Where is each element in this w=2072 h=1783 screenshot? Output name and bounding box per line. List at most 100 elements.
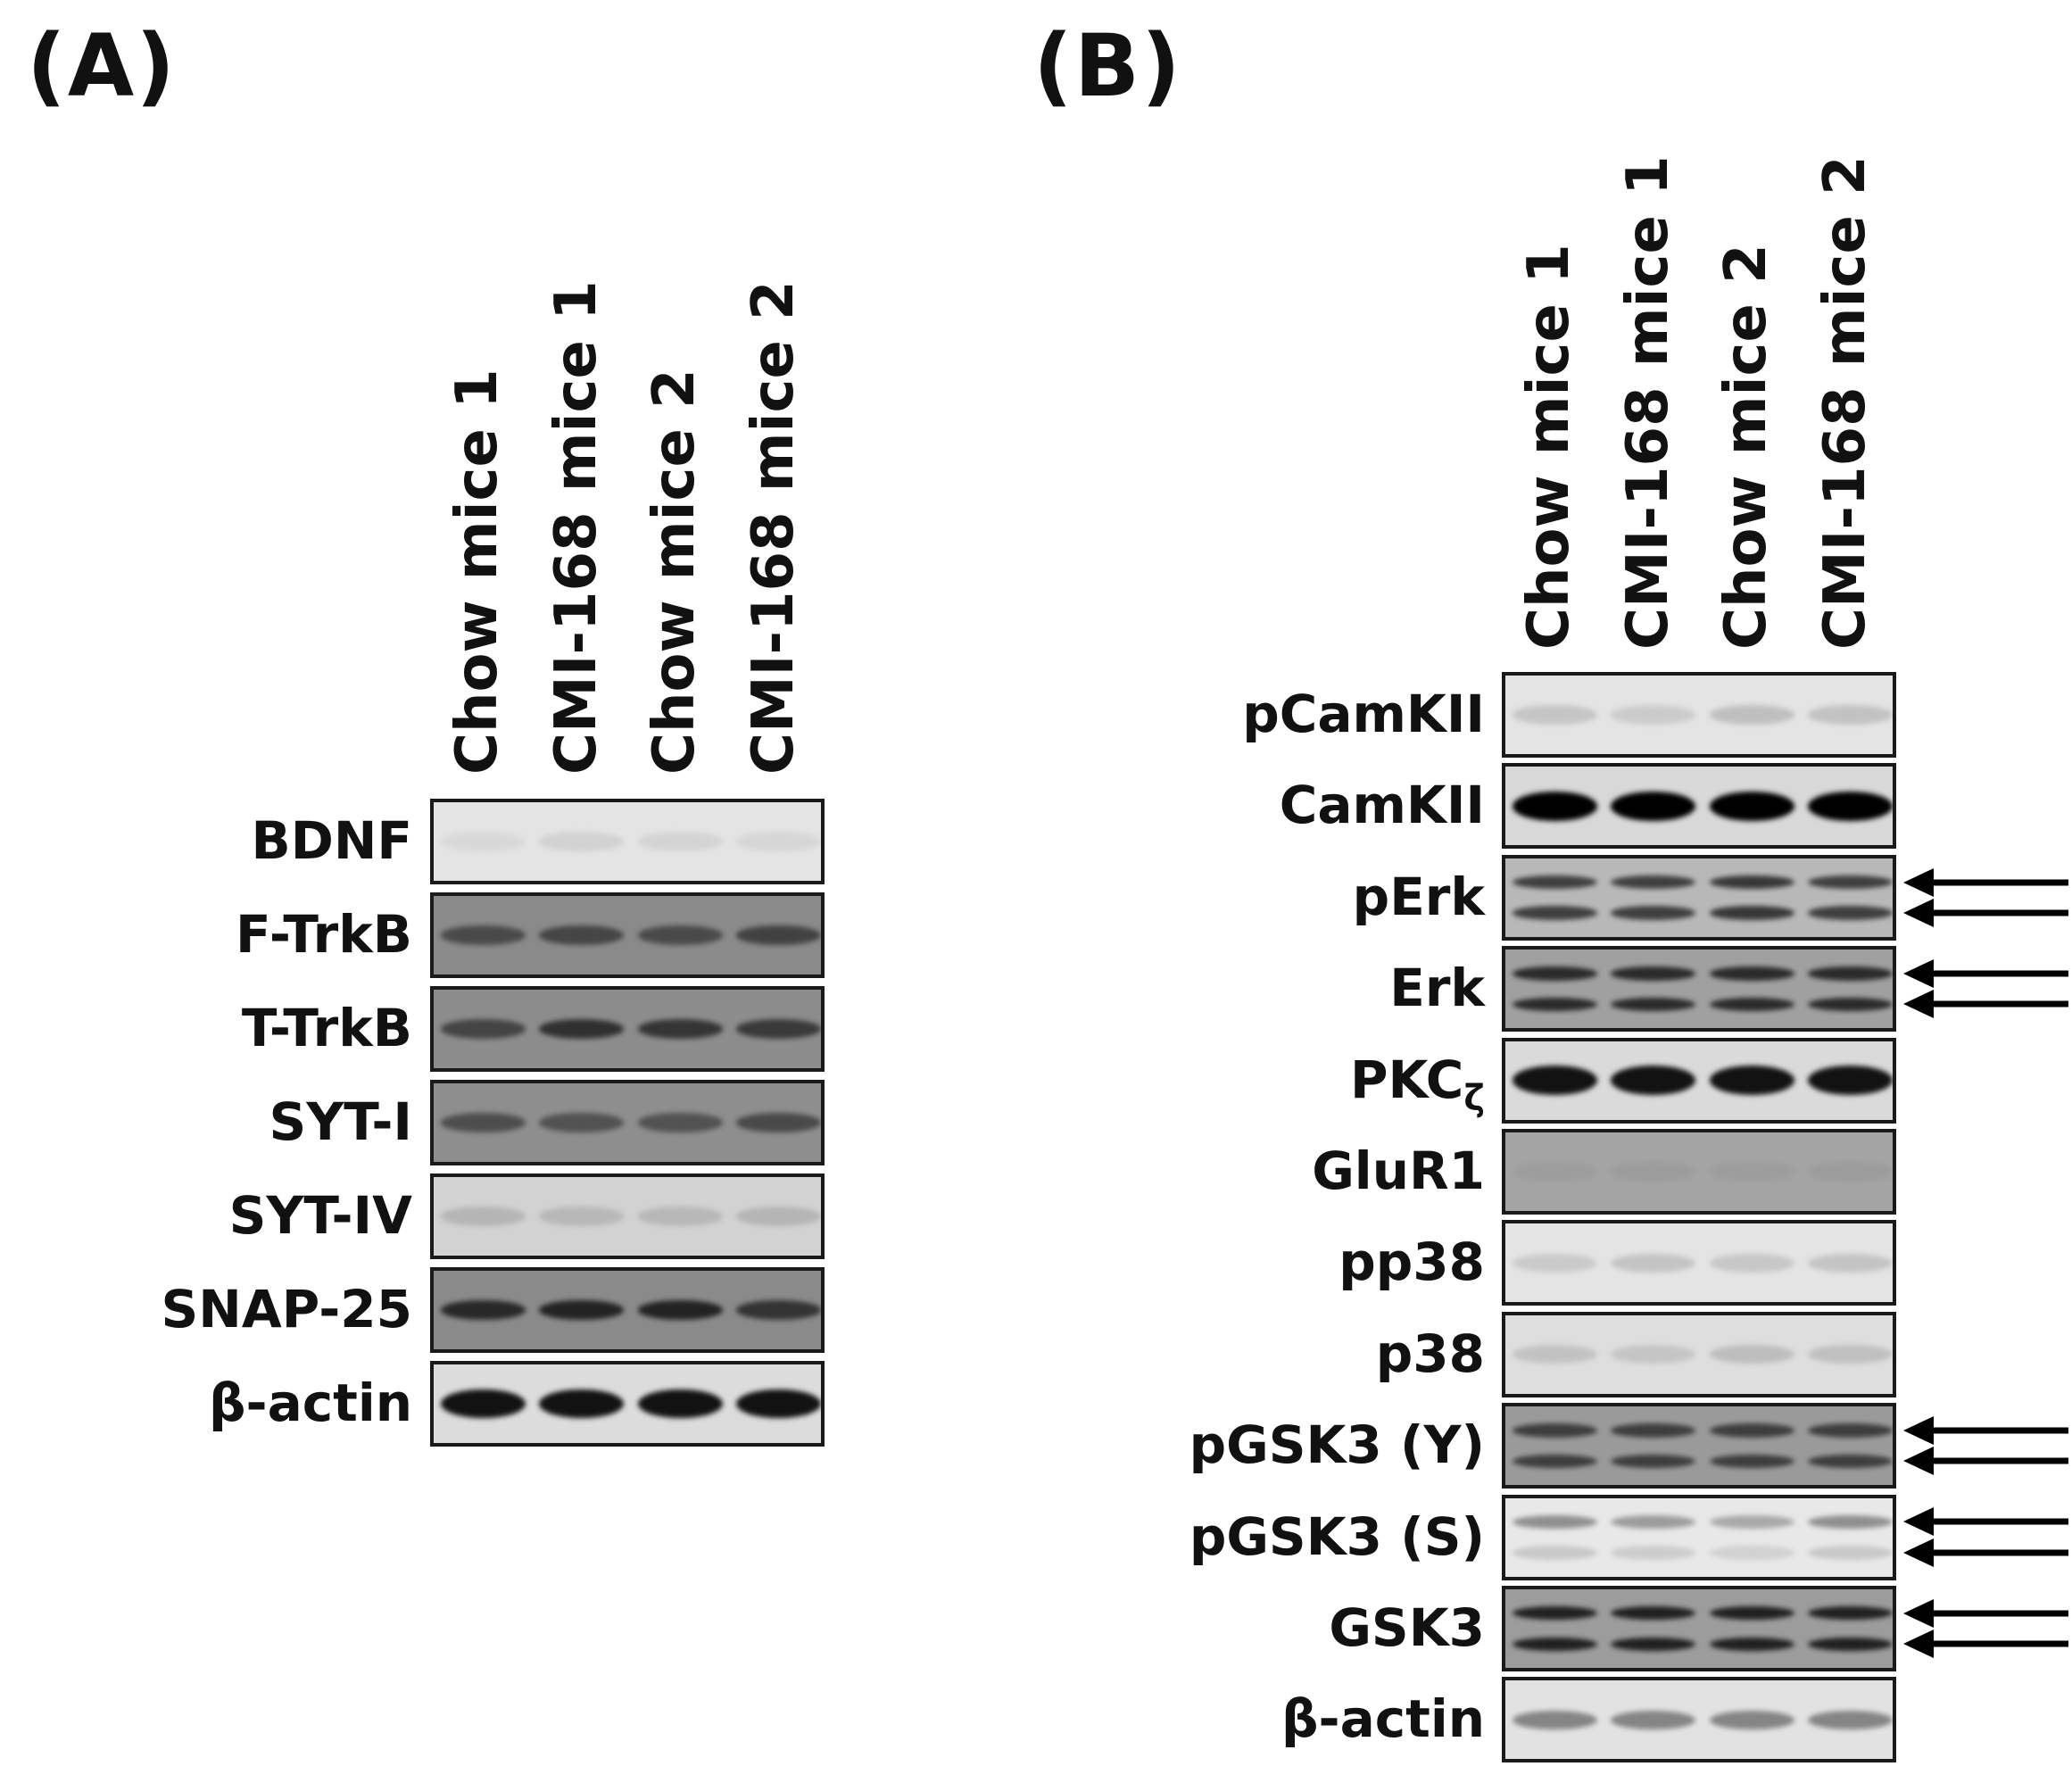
arrow-icon: [1903, 867, 2068, 897]
row-label: β-actin: [1281, 1693, 1485, 1745]
arrow-icon: [1903, 990, 2068, 1019]
blot-strip: [1502, 763, 1896, 850]
band: [637, 1113, 723, 1132]
band: [1709, 792, 1794, 821]
band: [539, 925, 625, 945]
row-label: pGSK3 (Y): [1189, 1419, 1485, 1471]
row-label: p38: [1376, 1328, 1485, 1380]
band: [637, 925, 723, 945]
band: [1808, 1066, 1893, 1095]
band: [1611, 906, 1696, 920]
band: [1709, 1253, 1794, 1273]
row-label-text: SNAP-25: [161, 1279, 412, 1339]
arrow-icon: [1903, 1630, 2068, 1659]
band: [1709, 1345, 1794, 1364]
band: [1808, 705, 1893, 725]
band: [736, 1019, 821, 1039]
band: [1512, 1454, 1597, 1469]
row-label-text: p38: [1375, 1323, 1485, 1384]
band: [736, 832, 821, 851]
row-label-text: PKC: [1349, 1049, 1464, 1110]
lane-header: CMI-168 mice 1: [543, 280, 609, 775]
band: [1709, 1606, 1794, 1621]
arrow-icon: [1903, 1507, 2068, 1537]
row-label-text: pGSK3 (S): [1189, 1505, 1485, 1567]
band: [440, 832, 526, 851]
band: [1709, 705, 1794, 725]
band: [1808, 1253, 1893, 1273]
band: [1709, 1710, 1794, 1729]
band: [1808, 1162, 1893, 1182]
row-label-text: pCamKII: [1242, 684, 1485, 744]
row-label: T-TrkB: [242, 1002, 412, 1054]
band: [1611, 1253, 1696, 1273]
band: [1611, 1162, 1696, 1182]
band: [1512, 705, 1597, 725]
band: [1512, 1606, 1597, 1621]
row-label: CamKII: [1280, 779, 1485, 831]
band: [1512, 1253, 1597, 1273]
band: [1611, 997, 1696, 1012]
band: [1611, 1514, 1696, 1529]
band: [637, 1300, 723, 1320]
band: [1709, 1454, 1794, 1469]
band: [1611, 966, 1696, 981]
band: [539, 832, 625, 851]
band: [1512, 997, 1597, 1012]
band: [1709, 997, 1794, 1012]
blot-strip: [430, 1267, 825, 1353]
row-label: SYT-IV: [229, 1190, 412, 1241]
arrow-icon: [1903, 1598, 2068, 1628]
band: [1512, 1162, 1597, 1182]
arrow-icon: [1903, 899, 2068, 928]
band: [539, 1113, 625, 1132]
band: [1709, 1514, 1794, 1529]
band: [1611, 1066, 1696, 1095]
band: [736, 1389, 821, 1419]
band: [1512, 792, 1597, 821]
lane-header: Chow mice 1: [444, 369, 511, 775]
blot-strip: [1502, 1037, 1896, 1124]
band: [1808, 792, 1893, 821]
band: [440, 925, 526, 945]
band: [1808, 997, 1893, 1012]
row-label: Erk: [1389, 962, 1485, 1014]
row-label-text: GSK3: [1329, 1597, 1485, 1658]
row-label-text: pErk: [1352, 866, 1485, 927]
band: [1611, 1710, 1696, 1729]
row-label: GSK3: [1329, 1602, 1485, 1654]
panel-b-letter: (B): [1033, 16, 1182, 116]
blot-strip: [1502, 1586, 1896, 1671]
row-label-text: Erk: [1389, 958, 1485, 1019]
row-label: pErk: [1353, 871, 1485, 923]
row-label-text: β-actin: [208, 1372, 412, 1433]
row-label-text: GluR1: [1312, 1140, 1485, 1201]
band: [440, 1019, 526, 1039]
row-label-text: BDNF: [251, 810, 412, 871]
panel-a-letter: (A): [27, 16, 178, 116]
band: [1512, 906, 1597, 920]
band: [440, 1113, 526, 1132]
band: [1611, 1546, 1696, 1560]
band: [1808, 1546, 1893, 1560]
band: [1611, 875, 1696, 890]
band: [1512, 966, 1597, 981]
band: [1512, 1514, 1597, 1529]
blot-strip: [430, 986, 825, 1072]
row-label: pCamKII: [1242, 688, 1485, 740]
row-label: β-actin: [209, 1377, 412, 1429]
band: [1808, 1606, 1893, 1621]
arrow-icon: [1903, 958, 2068, 988]
band: [1808, 966, 1893, 981]
blot-strip: [430, 1361, 825, 1447]
arrow-icon: [1903, 1415, 2068, 1445]
band: [1709, 1546, 1794, 1560]
band: [1512, 1637, 1597, 1651]
band: [1709, 1066, 1794, 1095]
band: [1512, 1423, 1597, 1438]
band: [1709, 906, 1794, 920]
band: [736, 1300, 821, 1320]
band: [637, 1019, 723, 1039]
band: [1808, 1423, 1893, 1438]
row-label: PKCζ: [1350, 1054, 1485, 1116]
